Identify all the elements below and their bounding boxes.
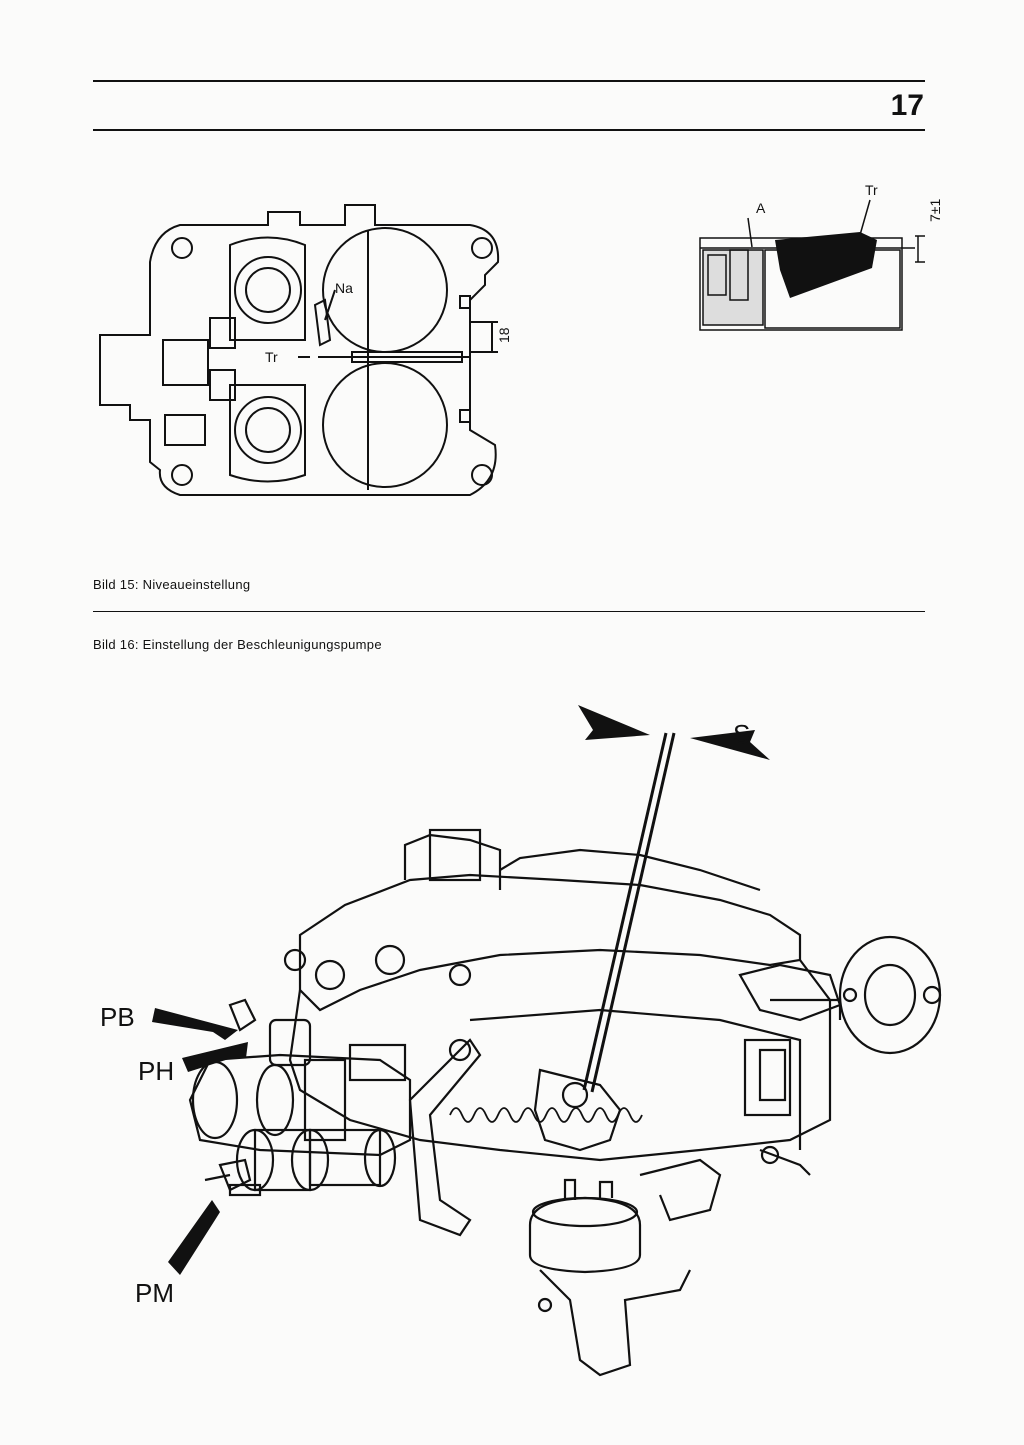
- label-tr: Tr: [265, 349, 278, 365]
- carburetor-top-housing: [298, 873, 802, 1012]
- label-pb: PB: [100, 1002, 135, 1032]
- float-detail-black: [775, 232, 877, 298]
- detail-label-a: A: [756, 200, 766, 216]
- carburetor-perspective: [188, 828, 942, 1377]
- carburetor-main-body: [469, 1008, 802, 1150]
- label-ph: PH: [138, 1056, 174, 1086]
- pump-rod: [582, 732, 676, 1093]
- bracket: [539, 1269, 691, 1377]
- arrow-s-right: [690, 730, 770, 760]
- throttle-lever: [533, 1068, 622, 1152]
- page-number: 17: [890, 89, 924, 122]
- label-na: Na: [335, 280, 353, 296]
- carburetor-body-outline: [99, 204, 500, 496]
- label-pm: PM: [135, 1278, 174, 1308]
- detail-label-tr: Tr: [865, 182, 878, 198]
- figure-15-caption: Bild 15: Niveaueinstellung: [93, 577, 251, 592]
- vacuum-pot: [528, 1196, 642, 1274]
- carburetor-top-view: [99, 204, 500, 496]
- float-detail-section: [699, 199, 925, 331]
- pump-lever: [408, 1038, 482, 1237]
- label-18: 18: [496, 327, 512, 343]
- arrow-pm: [168, 1200, 220, 1275]
- top-rule: [93, 80, 925, 82]
- arrow-pb: [152, 1008, 238, 1040]
- separator-rule: [93, 611, 925, 612]
- return-spring: [449, 1107, 643, 1123]
- detail-label-dim: 7±1: [927, 199, 943, 222]
- pump-housing: [188, 1053, 412, 1157]
- figure-16-caption: Bild 16: Einstellung der Beschleunigungs…: [93, 637, 382, 652]
- label-s: S: [733, 719, 750, 749]
- arrow-s-left: [578, 705, 650, 740]
- header-rule: [93, 129, 925, 131]
- arrow-ph: [182, 1042, 248, 1072]
